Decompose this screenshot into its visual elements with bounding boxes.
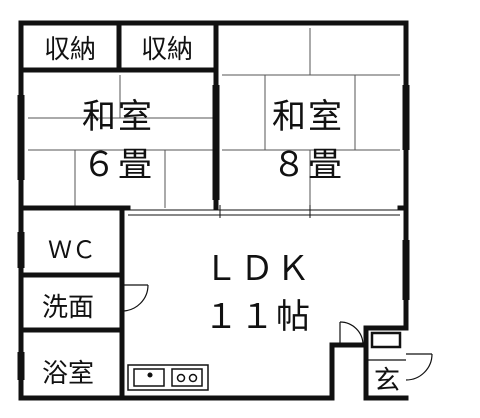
washitsu-8-size: ８畳 — [272, 145, 344, 185]
storage-left-label: 収納 — [44, 35, 96, 65]
sink-icon — [133, 368, 165, 387]
washitsu-6-size: ６畳 — [82, 145, 154, 185]
entrance-label: 玄 — [374, 366, 400, 396]
tatami-pattern-6jo — [28, 75, 215, 208]
windows — [17, 85, 410, 380]
washroom-label: 洗面 — [42, 293, 94, 323]
washitsu-6-name: 和室 — [82, 97, 154, 137]
kitchen-counter — [127, 364, 209, 391]
door-swings — [121, 284, 433, 381]
wc-label: ＷＣ — [48, 236, 96, 264]
bathroom-label: 浴室 — [42, 359, 94, 389]
stove-icon — [171, 368, 203, 387]
washitsu-8-name: 和室 — [272, 97, 344, 137]
tatami-pattern-8jo — [222, 28, 400, 208]
walls — [18, 20, 409, 401]
ldk-name: ＬＤＫ — [204, 249, 312, 289]
ldk-size: １１帖 — [204, 297, 312, 337]
storage-right-label: 収納 — [141, 35, 193, 65]
room-labels: 収納 収納 和室 ６畳 和室 ８畳 ＷＣ ＬＤＫ １１帖 洗面 浴室 玄 — [42, 35, 400, 396]
